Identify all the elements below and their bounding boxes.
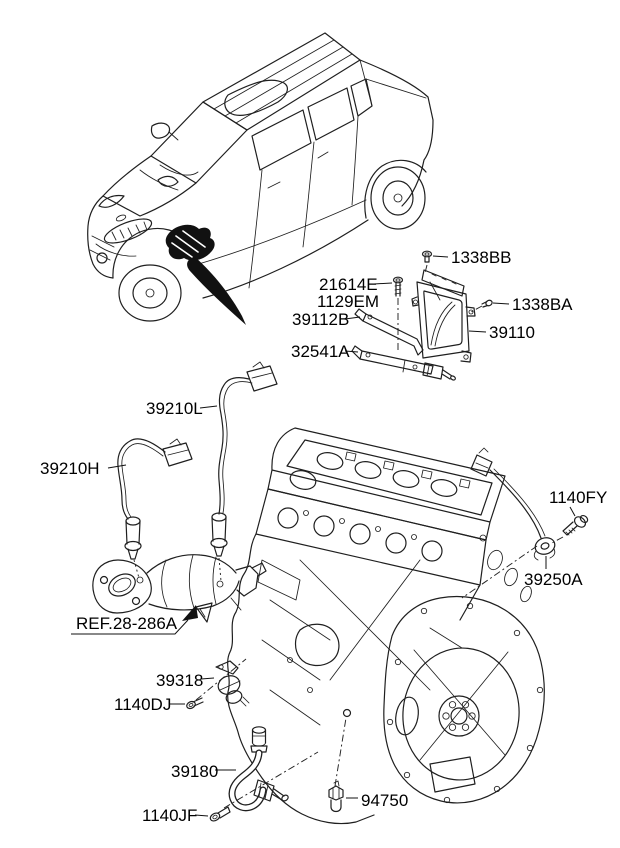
callout-39318: 39318 (156, 671, 203, 690)
ref-arrowhead (182, 605, 198, 621)
bolt-1338BA (481, 299, 493, 308)
bolt-1338BB (421, 250, 433, 263)
callout-39210H: 39210H (40, 459, 100, 478)
callout-94750: 94750 (361, 791, 408, 810)
knock-sensor-39250A (470, 447, 556, 561)
callout-1129EM: 1129EM (317, 292, 379, 311)
callout-1140JF: 1140JF (142, 806, 197, 825)
assembly-line-1338BA (470, 305, 483, 313)
bolt-21614E (392, 276, 404, 297)
o2-sensor-39210H (117, 438, 193, 560)
callout-1140DJ: 1140DJ (114, 695, 171, 714)
thread-line-39210H (133, 559, 140, 579)
callout-ref-28-286A[interactable]: REF.28-286A (76, 614, 178, 633)
o2-sensor-39210L (210, 361, 278, 557)
hose-39180 (228, 726, 289, 812)
part-callouts: 1338BB 21614E 1129EM 39112B 1338BA 39110… (40, 248, 607, 825)
assembly-line-94750 (334, 717, 347, 787)
callout-39250A: 39250A (524, 570, 583, 589)
callout-39110: 39110 (489, 323, 535, 342)
catalytic-converter (92, 554, 267, 623)
callout-39180: 39180 (171, 762, 218, 781)
vehicle-illustration (87, 32, 434, 322)
callout-1338BB: 1338BB (451, 248, 512, 267)
assembly-line-39250A (461, 545, 538, 599)
engine-illustration (227, 427, 545, 825)
valve-39318 (215, 660, 250, 707)
callout-1140FY: 1140FY (549, 488, 607, 507)
callout-32541A: 32541A (291, 342, 350, 361)
bracket-39112B (354, 308, 424, 356)
callout-39210L: 39210L (146, 399, 203, 418)
bolt-1140DJ (186, 697, 204, 710)
ecu-unit-39110 (411, 269, 476, 363)
bolt-1140FY (562, 514, 589, 536)
location-highlight-arrow (165, 224, 246, 325)
oil-pressure-port (342, 708, 352, 718)
assembly-line-1140FY (551, 536, 564, 544)
callout-39112B: 39112B (292, 310, 349, 329)
assembly-line-39318 (195, 658, 247, 701)
bolt-1140JF (209, 806, 231, 822)
callout-1338BA: 1338BA (512, 295, 573, 314)
oil-pressure-switch-94750 (328, 780, 344, 813)
assembly-line-1140JF (223, 751, 319, 809)
callout-21614E: 21614E (319, 275, 378, 294)
leader-lines (71, 255, 576, 817)
bracket-32541A (351, 345, 456, 381)
thread-line-39210L (218, 557, 222, 582)
assembly-line-1338BB (424, 264, 428, 274)
